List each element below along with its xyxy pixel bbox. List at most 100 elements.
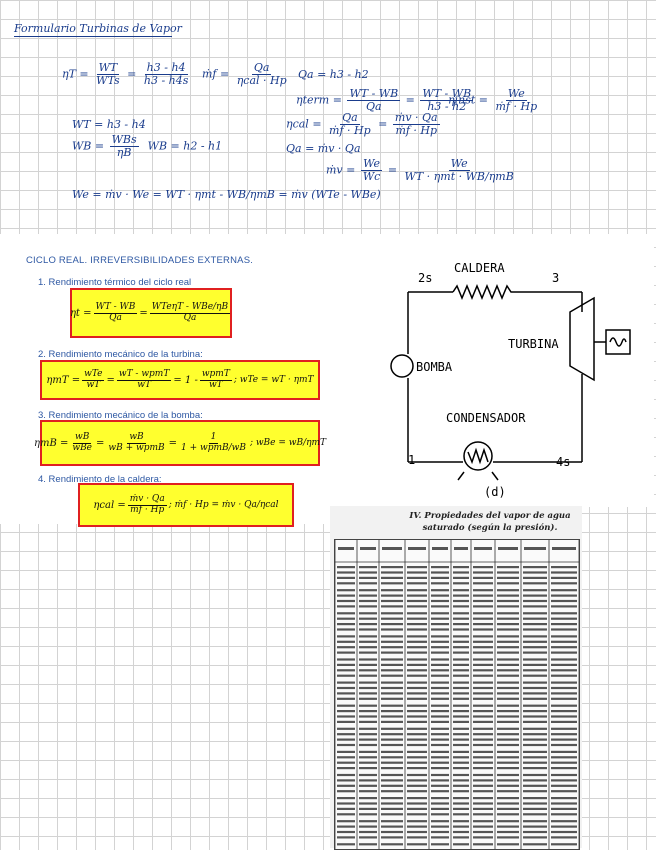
table-cell-texture [431, 767, 449, 770]
table-cell-texture [453, 566, 469, 569]
table-cell-texture [407, 784, 427, 787]
table-cell-texture [359, 571, 377, 574]
table-cell-texture [523, 663, 547, 666]
table-cell-texture [337, 605, 355, 608]
table-cell-texture [407, 813, 427, 816]
table-cell-texture [407, 674, 427, 677]
table-cell-texture [337, 825, 355, 828]
table-header-texture [474, 547, 492, 550]
table-cell-texture [453, 813, 469, 816]
table-cell-texture [497, 663, 519, 666]
table-cell-texture [359, 640, 377, 643]
table-cell-texture [497, 767, 519, 770]
table-cell-texture [523, 807, 547, 810]
table-cell-texture [497, 773, 519, 777]
table-cell-texture [381, 612, 403, 615]
table-cell-texture [523, 743, 547, 747]
table-cell-texture [523, 738, 547, 741]
table-cell-texture [523, 797, 547, 800]
table-header-texture [338, 547, 354, 550]
table-cell-texture [359, 797, 377, 800]
table-cell-texture [407, 710, 427, 713]
table-cell-texture [473, 582, 493, 585]
table-cell-texture [337, 750, 355, 753]
item3-label: 3. Rendimiento mecánico de la bomba: [38, 410, 203, 421]
table-cell-texture [407, 623, 427, 626]
table-cell-texture [497, 738, 519, 741]
table-cell-texture [407, 576, 427, 579]
table-cell-texture [551, 674, 577, 677]
table-cell-texture [337, 704, 355, 707]
table-cell-texture [551, 715, 577, 718]
table-cell-texture [453, 733, 469, 736]
table-cell-texture [431, 797, 449, 800]
table-cell-texture [359, 674, 377, 677]
table-cell-texture [497, 756, 519, 759]
table-cell-texture [337, 773, 355, 777]
table-cell-texture [473, 623, 493, 626]
table-cell-texture [453, 589, 469, 592]
table-cell-texture [453, 797, 469, 800]
table-cell-texture [473, 612, 493, 615]
title-underline [14, 36, 172, 37]
table-cell-texture [359, 767, 377, 770]
table-cell-texture [497, 836, 519, 839]
table-cell-texture [407, 658, 427, 661]
table-cell-texture [551, 669, 577, 672]
table-cell-texture [497, 576, 519, 579]
table-cell-texture [497, 830, 519, 834]
table-cell-texture [407, 571, 427, 574]
table-cell-texture [551, 651, 577, 654]
table-cell-texture [431, 663, 449, 666]
table-cell-texture [523, 802, 547, 805]
table-cell-texture [407, 720, 427, 723]
table-cell-texture [407, 697, 427, 700]
table-cell-texture [551, 576, 577, 579]
table-cell-texture [337, 802, 355, 805]
table-cell-texture [337, 628, 355, 631]
table-cell-texture [431, 674, 449, 677]
table-cell-texture [453, 692, 469, 695]
table-cell-texture [359, 733, 377, 736]
rankine-cycle-diagram: CALDERA TURBINA BOMBA CONDENSADOR 2s 3 1… [390, 261, 631, 499]
table-cell-texture [523, 640, 547, 643]
table-cell-texture [407, 617, 427, 620]
table-cell-texture [337, 669, 355, 672]
table-cell-texture [407, 750, 427, 753]
table-cell-texture [407, 628, 427, 631]
table-cell-texture [337, 733, 355, 736]
table-cell-texture [453, 646, 469, 649]
table-cell-texture [497, 727, 519, 730]
table-cell-texture [381, 784, 403, 787]
table-cell-texture [523, 692, 547, 695]
table-cell-texture [431, 843, 449, 846]
table-cell-texture [337, 576, 355, 579]
table-cell-texture [523, 843, 547, 846]
table-cell-texture [337, 686, 355, 690]
table-cell-texture [431, 669, 449, 672]
table-cell-texture [453, 720, 469, 723]
table-cell-texture [359, 704, 377, 707]
table-cell-texture [453, 686, 469, 690]
table-cell-texture [523, 674, 547, 677]
table-cell-texture [551, 623, 577, 626]
table-cell-texture [497, 686, 519, 690]
table-cell-texture [453, 582, 469, 585]
table-cell-texture [431, 738, 449, 741]
table-cell-texture [381, 720, 403, 723]
table-cell-texture [431, 658, 449, 661]
table-cell-texture [473, 681, 493, 684]
steam-table-picture [335, 540, 579, 849]
table-cell-texture [453, 651, 469, 654]
table-cell-texture [497, 692, 519, 695]
table-cell-texture [497, 571, 519, 574]
table-cell-texture [473, 773, 493, 777]
table-cell-texture [497, 704, 519, 707]
table-cell-texture [431, 790, 449, 793]
table-cell-texture [431, 720, 449, 723]
eq-we: We = ṁv · We = WT · ηmt - WB/ηmB = ṁv (W… [72, 188, 381, 201]
table-cell-texture [337, 617, 355, 620]
